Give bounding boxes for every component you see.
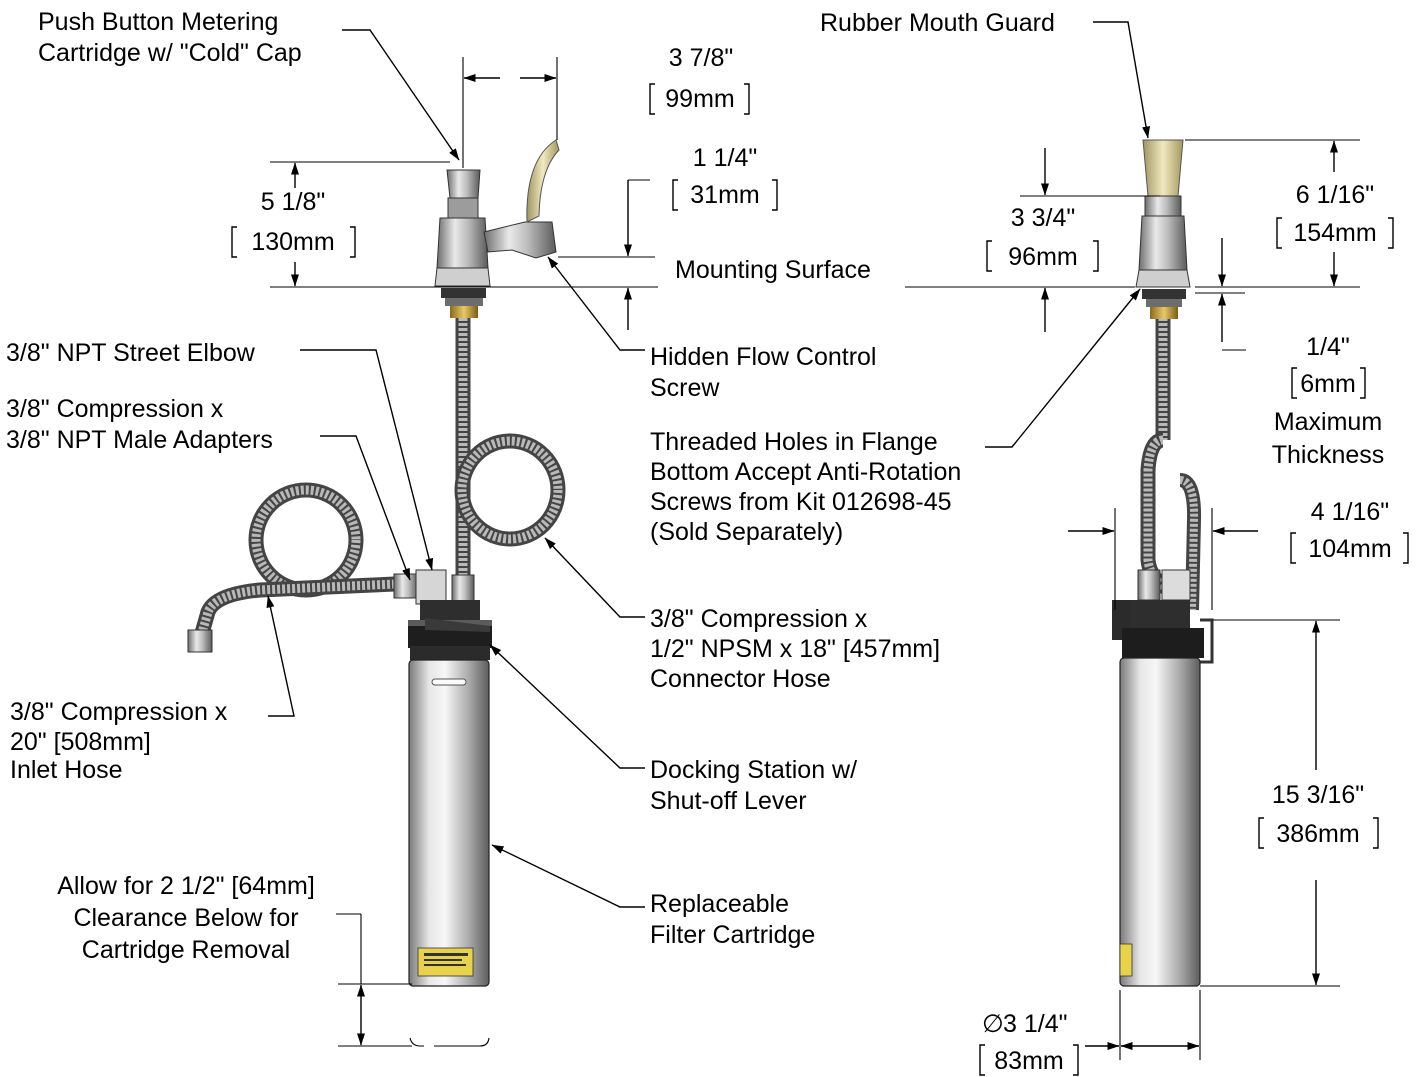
dim-flange-height-metric: 96mm [1008,243,1077,271]
male-adapters-2: 3/8" NPT Male Adapters [6,426,273,454]
connector-hose-1: 3/8" Compression x [650,605,868,633]
dim-filter-height-metric: 386mm [1276,820,1359,848]
street-elbow [415,569,447,605]
inlet-hose-2: 20" [508mm] [10,728,151,756]
dimension-lines [266,21,1360,1060]
docking-station-1: Docking Station w/ [650,756,857,784]
dim-flange-height-imperial: 3 3/4" [1011,204,1075,232]
docking-station-2: Shut-off Lever [650,787,807,815]
side-hose [1137,318,1202,611]
flow-control-1: Hidden Flow Control [650,343,877,371]
dim-spout-width-metric: 99mm [665,85,734,113]
cartridge-callout-2: Cartridge w/ "Cold" Cap [38,39,302,67]
metric-brackets [231,83,1409,1076]
side-view [1112,139,1214,987]
cartridge-callout-1: Push Button Metering [38,8,278,36]
dim-thickness-imperial: 1/4" [1306,333,1350,361]
dim-spout-width-imperial: 3 7/8" [669,44,733,72]
inlet-hose-1: 3/8" Compression x [10,698,228,726]
threaded-holes-1: Threaded Holes in Flange [650,428,938,456]
threaded-holes-2: Bottom Accept Anti-Rotation [650,458,961,486]
filter-cartridge-1: Replaceable [650,890,789,918]
inlet-hose [187,482,396,653]
connector-hose [451,318,566,604]
clearance-1: Allow for 2 1/2" [64mm] [57,872,315,900]
dim-bubbler-height-imperial: 5 1/8" [261,188,325,216]
clearance-3: Cartridge Removal [82,936,290,964]
flow-control-2: Screw [650,374,720,402]
mouth-guard-label: Rubber Mouth Guard [820,9,1055,37]
dim-total-height-metric: 154mm [1293,219,1376,247]
side-bubbler-head [1135,139,1191,319]
street-elbow-label: 3/8" NPT Street Elbow [6,339,256,367]
threaded-holes-3: Screws from Kit 012698-45 [650,488,952,516]
labels: Push Button Metering Cartridge w/ "Cold"… [6,8,1392,1075]
dim-total-height-imperial: 6 1/16" [1296,181,1374,209]
dim-diameter-symbol: ∅ [982,1010,1004,1038]
front-view [187,139,566,987]
dim-bubbler-height-metric: 130mm [251,228,334,256]
clearance-2: Clearance Below for [73,904,298,932]
docking-station [408,600,492,660]
dim-thickness-note-1: Maximum [1274,408,1382,436]
side-docking-station [1112,600,1214,664]
dim-filter-height-imperial: 15 3/16" [1272,781,1364,809]
male-adapter [393,573,419,599]
dim-thickness-note-2: Thickness [1272,441,1385,469]
filter-cartridge [408,659,490,987]
dim-spout-height-imperial: 1 1/4" [693,144,757,172]
dim-thickness-metric: 6mm [1300,370,1356,398]
dim-spout-height-metric: 31mm [690,181,759,209]
mounting-surface-label: Mounting Surface [675,256,871,284]
dim-diameter-imperial: 3 1/4" [1003,1010,1067,1038]
side-filter-cartridge [1119,657,1201,987]
filter-cartridge-2: Filter Cartridge [650,921,815,949]
connector-hose-3: Connector Hose [650,665,831,693]
dim-hose-width-metric: 104mm [1308,535,1391,563]
inlet-hose-3: Inlet Hose [10,756,123,784]
dim-hose-width-imperial: 4 1/16" [1311,498,1389,526]
male-adapters-1: 3/8" Compression x [6,395,224,423]
bubbler-head [434,139,560,318]
dim-diameter-metric: 83mm [994,1047,1063,1075]
connector-hose-2: 1/2" NPSM x 18" [457mm] [650,635,940,663]
threaded-holes-4: (Sold Separately) [650,518,843,546]
